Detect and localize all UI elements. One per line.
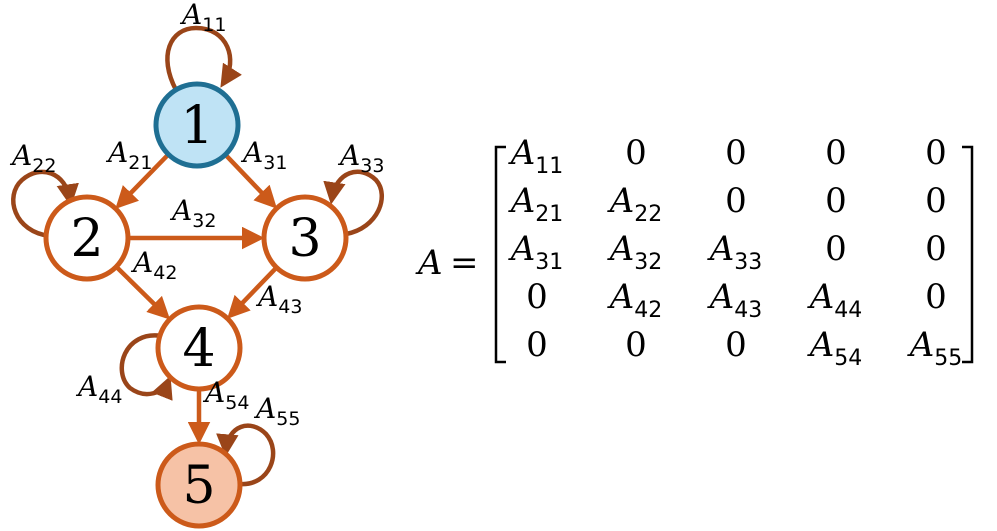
matrix-cell-4-2: A42 xyxy=(607,277,663,323)
edge-label-54: A54 xyxy=(202,376,249,414)
edge-label-42: A42 xyxy=(130,246,177,284)
node-4: 4 xyxy=(155,304,243,392)
self-loop-5 xyxy=(216,423,276,487)
self-loop-4 xyxy=(119,333,173,401)
matrix-cell-5-5: A55 xyxy=(907,325,963,371)
self-loop-2 xyxy=(11,169,79,239)
matrix-cell-3-4: 0 xyxy=(825,229,847,269)
matrix-cell-4-4: A44 xyxy=(807,277,863,323)
node-3: 3 xyxy=(261,194,349,282)
matrix-cell-1-2: 0 xyxy=(625,133,647,173)
node-2-circle xyxy=(43,194,131,282)
matrix-cell-5-1: 0 xyxy=(526,325,548,365)
loop-label-22: A22 xyxy=(9,139,56,177)
matrix-cell-2-3: 0 xyxy=(725,181,747,221)
matrix-cell-4-5: 0 xyxy=(925,277,947,317)
edge-label-43: A43 xyxy=(255,280,302,318)
loop-label-55: A55 xyxy=(253,392,300,430)
node-3-label: 3 xyxy=(288,209,321,269)
matrix-cell-5-2: 0 xyxy=(625,325,647,365)
edge-label-31: A31 xyxy=(240,136,287,174)
loop-label-33: A33 xyxy=(337,139,384,177)
matrix-cell-3-1: A31 xyxy=(508,229,564,275)
self-loop-1 xyxy=(165,25,242,92)
matrix-cell-4-1: 0 xyxy=(526,277,548,317)
node-5-label: 5 xyxy=(182,456,215,516)
node-1-circle xyxy=(153,81,241,169)
self-loop-3 xyxy=(323,169,384,237)
matrix-cell-1-3: 0 xyxy=(725,133,747,173)
node-1: 1 xyxy=(153,81,241,169)
matrix-cell-2-4: 0 xyxy=(825,181,847,221)
matrix-cell-5-4: A54 xyxy=(807,325,863,371)
matrix-cell-2-2: A22 xyxy=(607,181,663,227)
node-5: 5 xyxy=(155,441,243,529)
matrix-cell-1-1: A11 xyxy=(508,133,564,179)
matrix-cell-2-5: 0 xyxy=(925,181,947,221)
self-loops-layer xyxy=(11,25,384,487)
node-3-circle xyxy=(261,194,349,282)
matrix-lhs: A xyxy=(415,243,443,283)
equals-sign: = xyxy=(450,243,479,283)
matrix-cell-2-1: A21 xyxy=(508,181,564,227)
left-bracket xyxy=(494,145,506,364)
matrix-cell-5-3: 0 xyxy=(725,325,747,365)
edge-label-21: A21 xyxy=(105,136,152,174)
right-bracket xyxy=(962,145,974,364)
matrix-cell-3-2: A32 xyxy=(607,229,663,275)
edge-2-4 xyxy=(116,266,171,320)
node-4-circle xyxy=(155,304,243,392)
edges-layer xyxy=(115,154,278,445)
edge-3-4 xyxy=(227,267,277,319)
edge-1-2 xyxy=(115,154,169,209)
node-5-circle xyxy=(155,441,243,529)
matrix-cell-3-5: 0 xyxy=(925,229,947,269)
node-2-label: 2 xyxy=(70,209,103,269)
edge-1-3 xyxy=(225,154,278,209)
matrix-cell-3-3: A33 xyxy=(707,229,763,275)
node-1-label: 1 xyxy=(180,96,213,156)
loop-label-44: A44 xyxy=(75,370,122,408)
nodes-layer: 1 2 3 4 5 xyxy=(43,81,349,529)
node-2: 2 xyxy=(43,194,131,282)
matrix-cell-4-3: A43 xyxy=(707,277,763,323)
edge-label-32: A32 xyxy=(169,194,216,232)
node-4-label: 4 xyxy=(182,319,215,379)
loop-label-11: A11 xyxy=(179,0,226,36)
matrix-cell-1-5: 0 xyxy=(925,133,947,173)
matrix-cell-1-4: 0 xyxy=(825,133,847,173)
